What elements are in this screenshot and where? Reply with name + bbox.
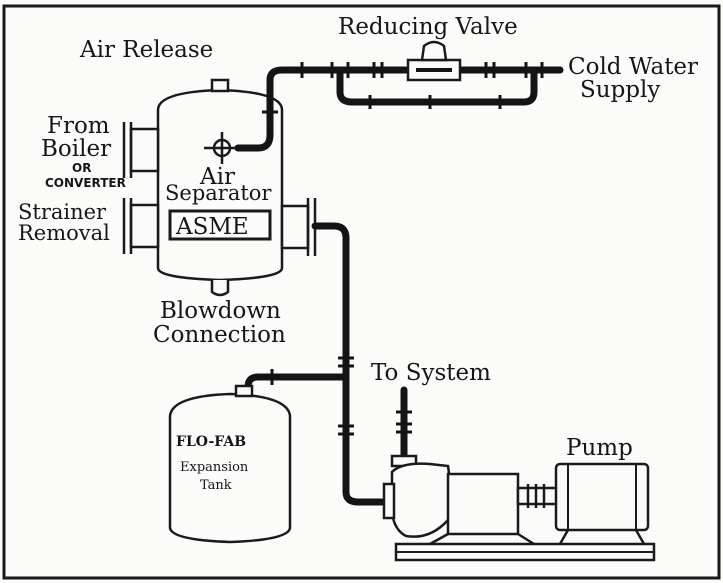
label-removal: Removal: [18, 221, 110, 245]
strainer-removal-nozzle: [129, 203, 160, 249]
reducing-valve: [406, 40, 462, 82]
expansion-tank: [168, 384, 292, 544]
label-flofab: FLO-FAB: [176, 434, 246, 450]
label-to-system: To System: [371, 360, 491, 386]
pump-motor: [554, 462, 650, 532]
label-boiler: Boiler: [41, 136, 111, 162]
label-separator: Separator: [165, 181, 272, 205]
label-converter: CONVERTER: [45, 176, 126, 190]
diagram-border: [2, 4, 721, 580]
asme-nameplate: [168, 209, 272, 241]
label-strainer: Strainer: [18, 200, 107, 224]
pump-bearing-frame: [446, 472, 520, 536]
air-separator-tank: [122, 78, 317, 297]
boiler-inlet-nozzle: [129, 127, 160, 173]
pump-assembly: [382, 454, 656, 562]
pump-coupling: [516, 486, 560, 506]
pipe-flanges: [262, 62, 544, 436]
label-tank: Tank: [200, 478, 232, 493]
label-blowdown: Blowdown: [160, 298, 281, 324]
label-supply: Supply: [580, 77, 660, 103]
outlet-nozzle: [280, 204, 310, 250]
label-cold-water: Cold Water: [568, 54, 698, 80]
label-from: From: [47, 113, 110, 139]
label-asme: ASME: [175, 214, 249, 240]
label-air-release: Air Release: [79, 37, 213, 63]
label-reducing-valve: Reducing Valve: [338, 14, 518, 40]
label-connection: Connection: [153, 322, 286, 348]
label-air: Air: [199, 164, 235, 190]
label-or: OR: [72, 161, 91, 175]
air-release-valve: [210, 78, 230, 93]
label-expansion: Expansion: [180, 460, 249, 475]
label-pump: Pump: [566, 435, 633, 461]
